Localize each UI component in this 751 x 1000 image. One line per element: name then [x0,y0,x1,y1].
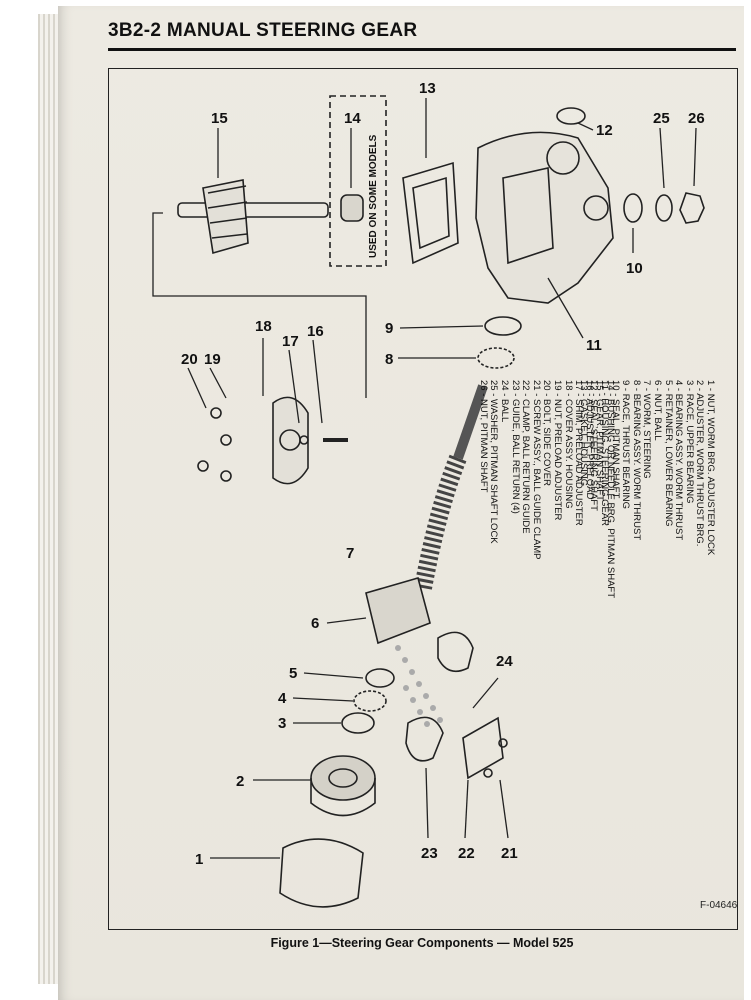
legend-item: 4 - BEARING ASSY. WORM THRUST [673,380,685,541]
callout-19: 19 [204,351,221,368]
legend-item: 19 - NUT, PRELOAD ADJUSTER [552,380,564,521]
pitman-shaft-gear-part [177,179,329,255]
steering-gear-exploded-diagram: 15 14 13 12 25 26 10 11 9 8 16 17 18 19 … [152,80,705,908]
callout-10: 10 [626,260,643,277]
steering-worm-part [414,384,488,590]
legend-item: 22 - CLAMP, BALL RETURN GUIDE [520,380,532,534]
legend-item: 17 - SHIM, PRELOAD ADJUSTER [573,380,585,526]
ball-nut-part [365,577,431,645]
parts-legend: 1 - NUT, WORM BRG. ADJUSTER LOCK 2 - ADJ… [578,380,716,820]
bushing-part [340,194,364,222]
page-title: 3B2-2 MANUAL STEERING GEAR [108,20,418,41]
upper-bearing-race-part [341,712,375,734]
callout-4: 4 [278,690,287,707]
legend-item: 8 - BEARING ASSY. WORM THRUST [630,380,642,541]
callout-6: 6 [311,615,319,632]
figure-id: F-04646 [700,900,738,911]
shim-part [299,435,309,445]
callout-18: 18 [255,318,272,335]
legend-item: 14 - BUSHING OR NEEDLE BRG. PITMAN SHAFT [605,380,616,599]
callout-24: 24 [496,653,513,670]
housing-cover-part [272,396,309,485]
pitman-nut-part [679,192,705,224]
callout-9: 9 [385,320,393,337]
callout-22: 22 [458,845,475,862]
legend-item: 16 - ADJUSTER, PRELOAD [583,380,595,500]
parts-legend-2: 14 - BUSHING OR NEEDLE BRG. PITMAN SHAFT… [478,380,616,820]
optional-parts-box [329,95,387,267]
worm-thrust-bearing-part [353,690,387,712]
legend-item: 15 - GEAR, PITMAN SHAFT [594,380,606,501]
legend-item: 18 - COVER ASSY. HOUSING [562,380,574,509]
balls-part [395,645,443,727]
legend-item: 3 - RACE, UPPER BEARING [683,380,695,504]
callout-15: 15 [211,110,228,127]
adjuster-lock-nut-part [279,838,364,908]
gear-housing-part [475,131,614,304]
callout-2: 2 [236,773,244,790]
figure-caption: Figure 1—Steering Gear Components — Mode… [270,936,574,950]
pitman-seal-part [623,193,643,223]
callout-26: 26 [688,110,705,127]
callout-8: 8 [385,351,393,368]
lower-bearing-retainer-part [365,668,395,688]
callout-17: 17 [282,333,299,350]
callout-5: 5 [289,665,297,682]
legend-item: 7 - WORM, STEERING [641,380,653,479]
gasket-part [402,161,459,265]
legend-item: 6 - NUT, BALL [652,380,664,441]
lock-washer-part [655,194,673,222]
callout-14: 14 [344,110,361,127]
callout-23: 23 [421,845,438,862]
parts-legend-list-2: 14 - BUSHING OR NEEDLE BRG. PITMAN SHAFT… [477,380,616,820]
figure-frame [108,68,738,930]
legend-item: 25 - WASHER, PITMAN SHAFT LOCK [488,380,500,544]
assembly-line [152,212,367,398]
header-rule [108,48,736,51]
optional-parts-note: USED ON SOME MODELS [368,134,379,258]
callout-7: 7 [346,545,354,562]
callout-3: 3 [278,715,286,732]
thrust-race-part [484,316,522,336]
legend-item: 21 - SCREW ASSY., BALL GUIDE CLAMP [530,380,542,560]
callout-21: 21 [501,845,518,862]
guide-clamp-part [462,716,504,780]
manual-page [58,6,744,1000]
legend-item: 9 - RACE, THRUST BEARING [620,380,632,509]
callout-20: 20 [181,351,198,368]
ball-return-guide-part [437,631,474,673]
legend-item: 26 - NUT, PITMAN SHAFT [477,380,489,493]
steering-shaft-seal-part [556,107,586,125]
clamp-screw-part [483,768,493,778]
thrust-bearing-part [477,347,515,369]
callout-11: 11 [586,337,602,354]
callout-16: 16 [307,323,324,340]
legend-item: 23 - GUIDE, BALL RETURN (4) [509,380,521,514]
thrust-bearing-adjuster-part [310,755,376,817]
callout-13: 13 [419,80,436,97]
legend-item: 5 - RETAINER, LOWER BEARING [662,380,674,527]
callout-1: 1 [195,851,203,868]
legend-item: 20 - BOLT, SIDE COVER [541,380,553,486]
legend-item: 1 - NUT, WORM BRG. ADJUSTER LOCK [705,380,716,556]
page-header: 3B2-2 MANUAL STEERING GEAR [108,20,736,51]
callout-25: 25 [653,110,670,127]
side-cover-bolt-part [210,407,222,419]
legend-item: 24 - BALL [499,380,511,423]
legend-item: 2 - ADJUSTER, WORM THRUST BRG. [694,380,706,547]
callout-12: 12 [596,122,613,139]
